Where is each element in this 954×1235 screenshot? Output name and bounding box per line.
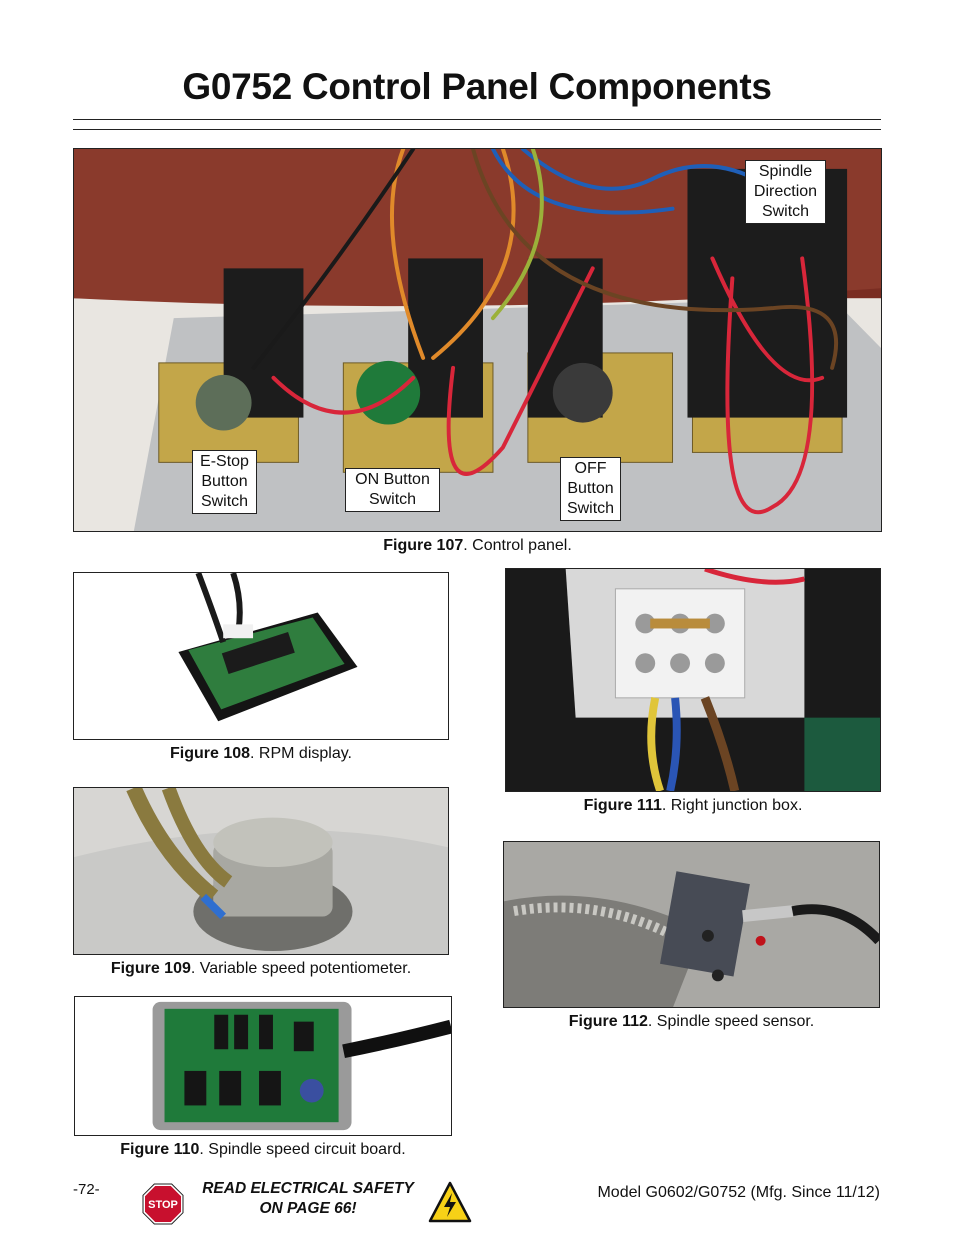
figure-108-caption: Figure 108. RPM display. bbox=[170, 745, 352, 762]
page-title: G0752 Control Panel Components bbox=[182, 66, 772, 107]
figure-109-photo bbox=[73, 787, 449, 955]
electrical-hazard-icon bbox=[428, 1181, 472, 1223]
circuit-board-illustration bbox=[75, 997, 451, 1135]
figure-110-caption: Figure 110. Spindle speed circuit board. bbox=[120, 1141, 406, 1158]
figure-111-photo bbox=[505, 568, 881, 792]
figure-108-photo bbox=[73, 572, 449, 740]
speed-sensor-illustration bbox=[504, 842, 879, 1007]
callout-estop-switch: E-Stop Button Switch bbox=[192, 450, 257, 514]
potentiometer-illustration bbox=[74, 788, 448, 954]
callout-off-button-switch: OFF Button Switch bbox=[560, 457, 621, 521]
junction-box-illustration bbox=[506, 569, 880, 791]
footer-warning: READ ELECTRICAL SAFETY ON PAGE 66! bbox=[202, 1180, 414, 1217]
figure-110-photo bbox=[74, 996, 452, 1136]
figure-107-caption: Figure 107. Control panel. bbox=[383, 537, 572, 554]
figure-112-photo bbox=[503, 841, 880, 1008]
callout-on-button-switch: ON Button Switch bbox=[345, 468, 440, 512]
figure-112-caption: Figure 112. Spindle speed sensor. bbox=[568, 1013, 815, 1030]
stop-sign-icon: STOP bbox=[142, 1183, 184, 1225]
page-number: -72- bbox=[73, 1181, 100, 1198]
callout-spindle-direction: Spindle Direction Switch bbox=[745, 160, 826, 224]
figure-111-caption: Figure 111. Right junction box. bbox=[583, 797, 803, 814]
rpm-display-illustration bbox=[74, 573, 448, 739]
figure-109-caption: Figure 109. Variable speed potentiometer… bbox=[110, 960, 412, 977]
svg-text:STOP: STOP bbox=[148, 1199, 178, 1211]
title-rule-top bbox=[73, 119, 881, 120]
footer-model: Model G0602/G0752 (Mfg. Since 11/12) bbox=[597, 1184, 880, 1201]
title-rule-bottom bbox=[73, 129, 881, 130]
